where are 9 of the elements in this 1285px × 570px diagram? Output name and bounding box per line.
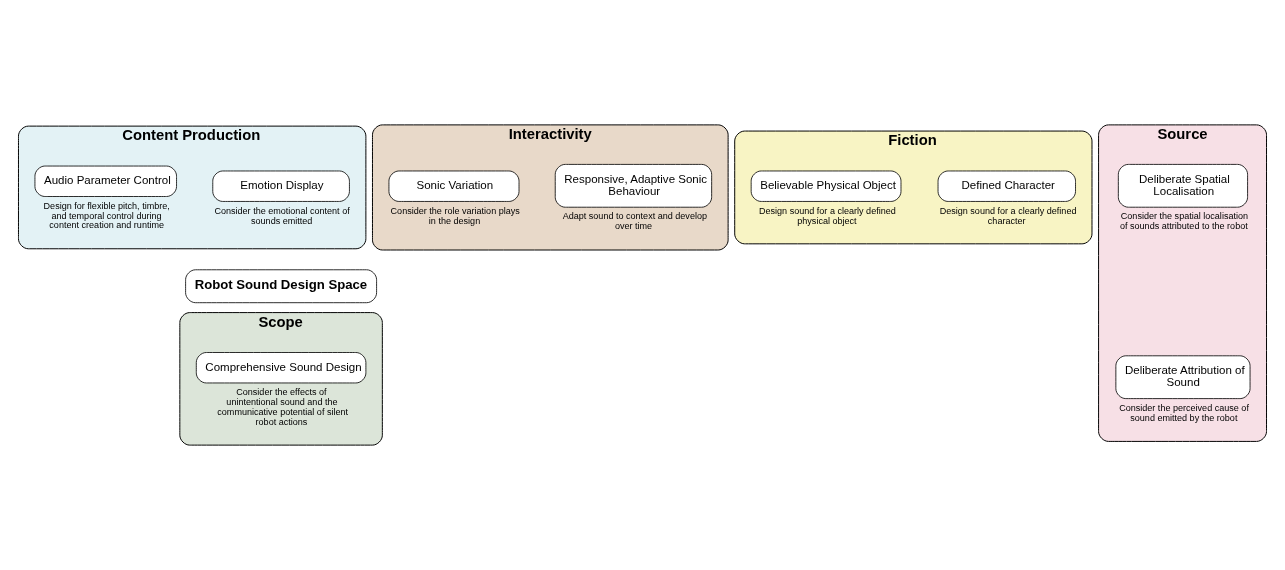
node-label: Design for flexible pitch, timbre, and temporal control during content creation and runtime <box>43 200 170 231</box>
node-label: Consider the spatial localisation of sounds attributed to the robot <box>1119 211 1249 232</box>
node-label: Adapt sound to context and develop over time <box>562 211 707 232</box>
node-label: Consider the perceived cause of sound emitted by the robot <box>1119 402 1249 423</box>
node-label: Design sound for a clearly defined physical object <box>758 205 896 226</box>
node-label: Consider the emotional content of sounds emitted <box>214 205 350 226</box>
node-label: Design sound for a clearly defined character <box>939 205 1077 226</box>
node-label: Consider the role variation plays in the design <box>390 205 520 226</box>
node-label: Consider the effects of unintentional sound and the communicative potential of silent robot actions <box>217 387 349 427</box>
